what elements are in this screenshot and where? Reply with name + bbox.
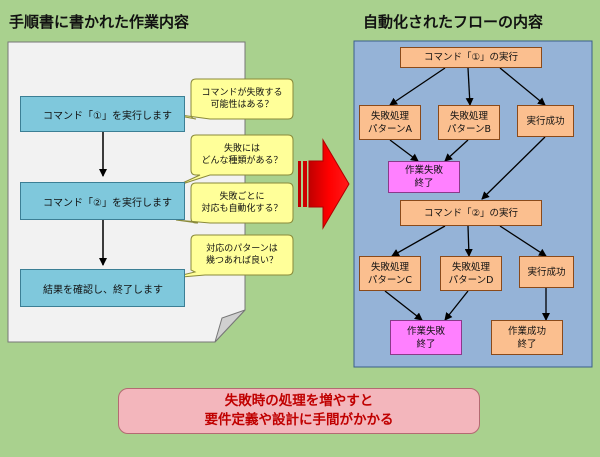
question-bubble-4: 対応のパターンは 幾つあれば良い？ (205, 244, 278, 266)
bubble-shape-3 (175, 182, 294, 224)
flow-fail-pattern-d: 失敗処理 パターンD (440, 256, 502, 291)
bubble-shape-4 (169, 234, 294, 279)
doc-step-1: コマンド「①」を実行します (20, 96, 185, 132)
flow-end-success: 作業成功 終了 (491, 320, 563, 355)
flow-arrow (391, 225, 446, 257)
flow-arrow (465, 67, 474, 106)
flow-arrow (444, 139, 469, 162)
warning-message-line-1: 失敗時の処理を増やすと (224, 393, 374, 409)
flow-arrow (384, 290, 423, 321)
flow-fail-pattern-a: 失敗処理 パターンA (359, 105, 421, 140)
flow-arrow (499, 225, 547, 257)
flow-arrow (481, 136, 546, 200)
flow-fail-pattern-b: 失敗処理 パターンB (438, 105, 500, 140)
big-red-arrow (298, 138, 350, 230)
warning-message-line-2: 要件定義や設計に手間がかかる (204, 412, 394, 428)
flow-arrow (499, 67, 546, 106)
warning-message: 失敗時の処理を増やすと 要件定義や設計に手間がかかる (118, 388, 480, 434)
flow-success-1: 実行成功 (517, 105, 574, 137)
bubble-shape-1 (157, 78, 294, 120)
flow-end-fail-2: 作業失敗 終了 (390, 320, 462, 355)
flow-arrow (389, 139, 419, 162)
flow-arrow (464, 225, 473, 257)
doc-step-2: コマンド「②」を実行します (20, 182, 185, 220)
flow-fail-pattern-c: 失敗処理 パターンC (359, 256, 421, 291)
right-title: 自動化されたフローの内容 (363, 13, 544, 31)
question-bubble-3: 失敗ごとに 対応も自動化する？ (201, 192, 283, 214)
question-bubble-2: 失敗には どんな種類がある？ (201, 144, 283, 166)
flow-arrow (389, 67, 446, 106)
left-title: 手順書に書かれた作業内容 (9, 13, 190, 31)
flow-command-1: コマンド「①」の実行 (400, 47, 542, 68)
question-bubble-1: コマンドが失敗する 可能性はある？ (201, 88, 283, 110)
bubble-shape-2 (175, 134, 294, 187)
flow-success-2: 実行成功 (519, 256, 574, 288)
doc-step-3: 結果を確認し、終了します (20, 269, 185, 307)
flow-end-fail-1: 作業失敗 終了 (388, 161, 460, 193)
flow-command-2: コマンド「②」の実行 (400, 200, 542, 226)
document-curl (214, 309, 246, 343)
flow-arrow (444, 290, 469, 321)
